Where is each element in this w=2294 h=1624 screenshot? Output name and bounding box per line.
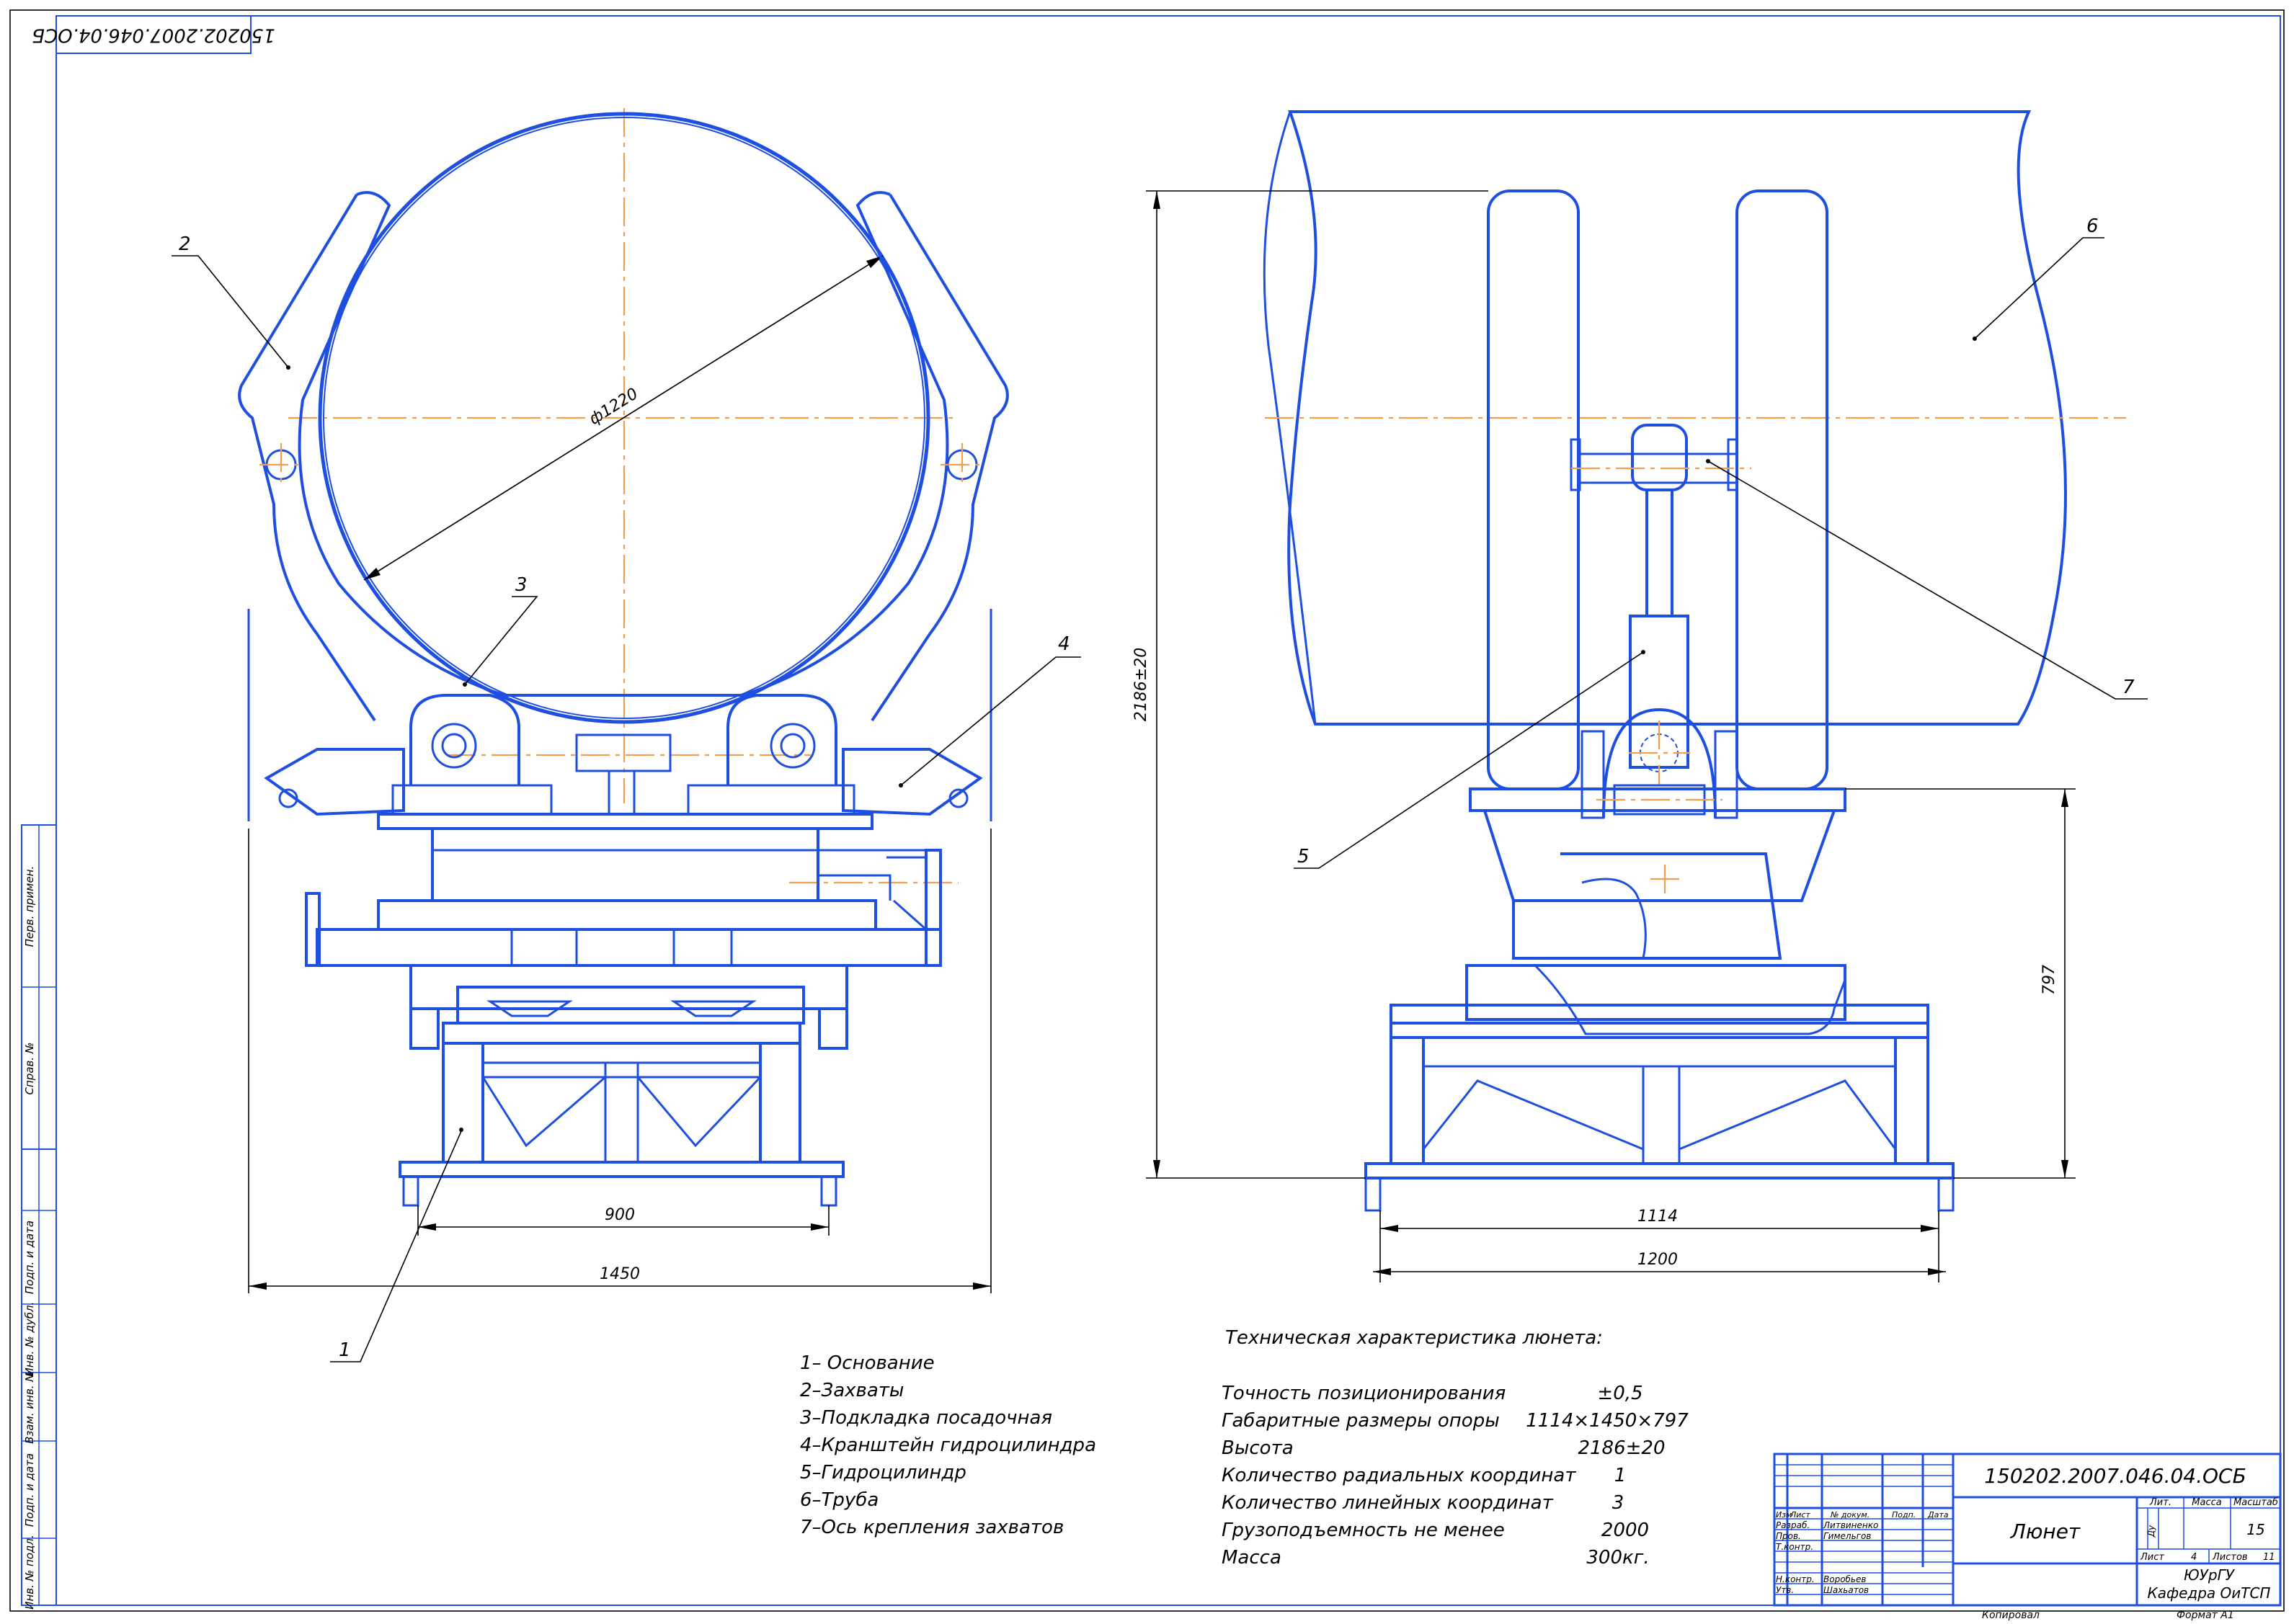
dim-diameter: ф1220 xyxy=(586,385,641,429)
spec-label: Точность позиционирования xyxy=(1222,1383,1506,1404)
callout-6: 6 xyxy=(2086,215,2099,237)
legend-item: 2–Захваты xyxy=(800,1380,904,1401)
strip-label: Подп. и дата xyxy=(23,1453,36,1527)
spec-value: 3 xyxy=(1612,1492,1624,1514)
tb-col-scale: Масштаб xyxy=(2233,1497,2278,1508)
dim-1450: 1450 xyxy=(600,1265,640,1283)
dim-1114: 1114 xyxy=(1637,1208,1678,1226)
tb-header-cell: № докум. xyxy=(1830,1510,1870,1520)
spec-value: 300кг. xyxy=(1586,1547,1649,1569)
spec-value: 1114×1450×797 xyxy=(1526,1410,1689,1432)
side-view: 2186±20 797 1114 1200 5 6 7 xyxy=(1132,110,2148,1282)
spec-label: Масса xyxy=(1222,1547,1281,1569)
tb-col-mass: Масса xyxy=(2192,1497,2221,1508)
pipe-circle xyxy=(318,112,930,724)
tb-org2: Кафедра ОиТСП xyxy=(2148,1584,2271,1602)
callout-3: 3 xyxy=(515,574,528,596)
callout-4: 4 xyxy=(1058,633,1070,655)
tb-person: Гимельгов xyxy=(1823,1531,1871,1541)
strip-label: Справ. № xyxy=(23,1043,36,1095)
tb-copied: Копировал xyxy=(1982,1610,2040,1621)
legend-item: 6–Труба xyxy=(800,1489,879,1511)
tb-col-lit: Лит. xyxy=(2149,1497,2171,1508)
legend-item: 3–Подкладка посадочная xyxy=(800,1407,1052,1429)
tb-role: Н.контр. xyxy=(1776,1574,1815,1584)
spec-label: Высота xyxy=(1222,1437,1294,1459)
tb-sheet-no: 4 xyxy=(2191,1552,2197,1563)
left-strip: Перв. примен. Справ. № Подп. и дата Инв.… xyxy=(21,824,57,1610)
tb-scale: 15 xyxy=(2246,1521,2264,1538)
parts-legend: 1– Основание 2–Захваты 3–Подкладка посад… xyxy=(800,1352,1096,1538)
legend-item: 4–Кранштейн гидроцилиндра xyxy=(800,1435,1096,1456)
tb-person: Воробьев xyxy=(1823,1574,1866,1584)
dim-1200: 1200 xyxy=(1637,1251,1678,1269)
callout-7: 7 xyxy=(2122,677,2135,698)
tb-header-cell: Изм xyxy=(1776,1510,1792,1520)
specs-block: Техническая характеристика люнета: Точно… xyxy=(1222,1327,1689,1569)
tb-person: Литвиненко xyxy=(1823,1520,1878,1530)
strip-label: Взам. инв. № xyxy=(23,1370,36,1444)
callout-1: 1 xyxy=(339,1339,351,1361)
specs-title: Техническая характеристика люнета: xyxy=(1225,1327,1603,1349)
spec-label: Количество линейных координат xyxy=(1222,1492,1554,1514)
tb-format: Формат А1 xyxy=(2177,1610,2234,1621)
tb-lit-mark: Ду xyxy=(2146,1525,2156,1538)
spec-value: 2186±20 xyxy=(1578,1437,1665,1459)
tb-org1: ЮУрГУ xyxy=(2184,1566,2236,1584)
strip-label: Перв. примен. xyxy=(23,866,36,947)
tb-name: Люнет xyxy=(2010,1520,2081,1543)
top-stamp: 150202.2007.046.04.ОСБ xyxy=(32,15,275,54)
tb-role: Т.контр. xyxy=(1776,1542,1813,1552)
tb-header-cell: Дата xyxy=(1927,1510,1949,1520)
strip-label: Подп. и дата xyxy=(23,1221,36,1294)
strip-label: Инв. № подл. xyxy=(23,1535,36,1609)
dim-900: 900 xyxy=(605,1206,635,1224)
tb-person: Шахьатов xyxy=(1823,1585,1869,1595)
front-view: ф1220 xyxy=(172,108,1081,1362)
callout-5: 5 xyxy=(1297,846,1310,867)
tb-code: 150202.2007.046.04.ОСБ xyxy=(1984,1464,2246,1488)
outer-frame xyxy=(9,9,2285,1612)
spec-value: ±0,5 xyxy=(1597,1383,1642,1404)
dim-797: 797 xyxy=(2040,965,2058,995)
spec-value: 1 xyxy=(1614,1465,1627,1486)
legend-item: 7–Ось крепления захватов xyxy=(800,1517,1064,1538)
tb-role: Разраб. xyxy=(1776,1520,1810,1530)
spec-label: Грузоподъемность не менее xyxy=(1222,1520,1505,1541)
strip-label: Инв. № дубл. xyxy=(23,1302,36,1376)
inner-frame xyxy=(55,15,2281,1606)
tb-role: Утв. xyxy=(1776,1585,1794,1595)
legend-item: 5–Гидроцилиндр xyxy=(800,1462,966,1484)
tb-header-cell: Лист xyxy=(1790,1510,1810,1520)
tb-sheet-label: Лист xyxy=(2140,1552,2164,1563)
top-stamp-code: 150202.2007.046.04.ОСБ xyxy=(32,24,275,46)
dim-height: 2186±20 xyxy=(1132,648,1150,721)
tb-role: Пров. xyxy=(1776,1531,1801,1541)
tb-sheets-total: 11 xyxy=(2263,1552,2275,1563)
spec-label: Количество радиальных координат xyxy=(1222,1465,1576,1486)
title-block: 150202.2007.046.04.ОСБ Люнет Лит. Масса … xyxy=(1773,1453,2282,1621)
spec-value: 2000 xyxy=(1601,1520,1649,1541)
callout-2: 2 xyxy=(179,233,191,255)
tb-sheets-label: Листов xyxy=(2212,1552,2248,1563)
spec-label: Габаритные размеры опоры xyxy=(1222,1410,1500,1432)
legend-item: 1– Основание xyxy=(800,1352,935,1374)
tb-header-cell: Подп. xyxy=(1892,1510,1916,1520)
